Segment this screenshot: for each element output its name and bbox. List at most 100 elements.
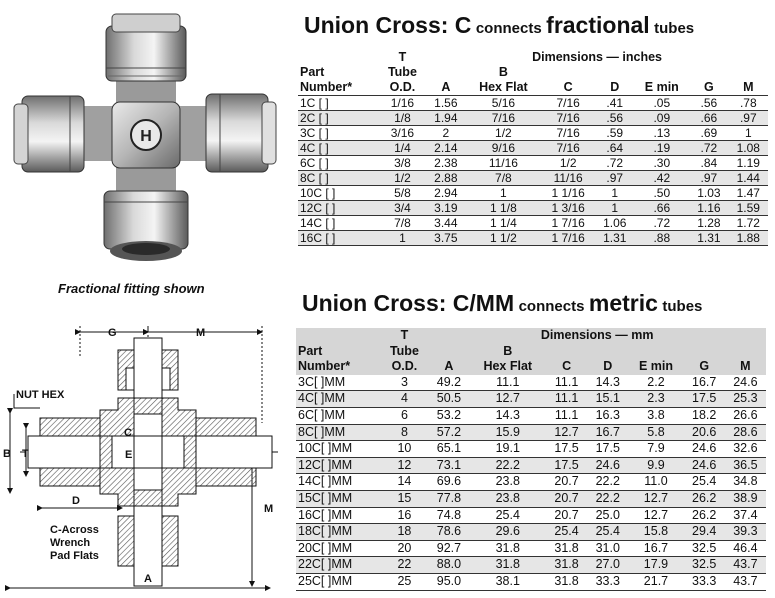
value-cell: 39.3 xyxy=(724,523,766,541)
part-number-cell: 8C[ ]MM xyxy=(296,424,381,442)
value-cell: 31.8 xyxy=(469,540,546,558)
value-cell: 50.5 xyxy=(428,390,470,408)
value-cell: 14.3 xyxy=(587,374,629,392)
value-cell: 1.72 xyxy=(728,215,768,231)
value-cell: 95.0 xyxy=(428,573,470,591)
value-cell: 32.5 xyxy=(683,556,725,574)
metric-title: Union Cross: C/MM connects metric tubes xyxy=(302,290,702,317)
value-cell: 88.0 xyxy=(428,556,470,574)
value-cell: 1/2 xyxy=(465,125,542,141)
mhdr-od: O.D. xyxy=(380,359,429,375)
hdr-hexflat: Hex Flat xyxy=(479,80,528,94)
value-cell: 1.59 xyxy=(728,200,768,216)
value-cell: .72 xyxy=(689,140,729,156)
value-cell: 25.3 xyxy=(724,390,766,408)
hdr-emin: E min xyxy=(644,80,679,94)
value-cell: .66 xyxy=(689,110,729,126)
mhdr-a: A xyxy=(428,359,470,375)
fractional-dimensions-table: T Dimensions — inches Part Tube B Number… xyxy=(298,50,768,246)
value-cell: .69 xyxy=(689,125,729,141)
value-cell: 2.88 xyxy=(426,170,466,186)
value-cell: 1 3/16 xyxy=(541,200,596,216)
value-cell: 1 xyxy=(728,125,768,141)
value-cell: 11.1 xyxy=(546,407,588,425)
value-cell: 28.6 xyxy=(724,424,766,442)
dim-t-label: T xyxy=(22,448,29,460)
value-cell: 3 xyxy=(380,374,429,392)
mhdr-c: C xyxy=(546,359,588,375)
value-cell: 22.2 xyxy=(587,490,629,508)
value-cell: 29.4 xyxy=(683,523,725,541)
value-cell: .84 xyxy=(689,155,729,171)
part-number-cell: 12C [ ] xyxy=(298,200,379,216)
value-cell: 22 xyxy=(380,556,429,574)
fractional-title-tubes: tubes xyxy=(654,20,695,37)
value-cell: 5/8 xyxy=(378,185,427,201)
value-cell: .88 xyxy=(634,230,690,246)
mhdr-m: M xyxy=(724,359,766,375)
value-cell: 12.7 xyxy=(628,490,684,508)
mhdr-tube: Tube xyxy=(380,343,429,360)
value-cell: 31.8 xyxy=(546,573,588,591)
value-cell: 5/16 xyxy=(465,95,542,111)
value-cell: 3.44 xyxy=(426,215,466,231)
mhdr-hexflat: Hex Flat xyxy=(469,359,546,375)
value-cell: 20.7 xyxy=(546,473,588,491)
value-cell: 1.08 xyxy=(728,140,768,156)
part-number-cell: 14C[ ]MM xyxy=(296,473,381,491)
mhdr-dimensions: Dimensions — mm xyxy=(428,328,766,344)
value-cell: 15 xyxy=(380,490,429,508)
value-cell: .64 xyxy=(595,140,635,156)
value-cell: 1 1/2 xyxy=(465,230,542,246)
value-cell: 17.5 xyxy=(546,457,588,475)
dim-b-label: B xyxy=(3,448,11,460)
value-cell: 1.56 xyxy=(426,95,466,111)
value-cell: 16.7 xyxy=(628,540,684,558)
value-cell: .41 xyxy=(595,95,635,111)
fractional-title-main: Union Cross: C xyxy=(304,12,472,38)
value-cell: 3.19 xyxy=(426,200,466,216)
part-number-cell: 15C[ ]MM xyxy=(296,490,381,508)
mhdr-emin: E min xyxy=(628,359,684,375)
value-cell: 1.44 xyxy=(728,170,768,186)
value-cell: 19.1 xyxy=(469,440,546,458)
value-cell: 1 1/16 xyxy=(541,185,596,201)
fractional-title-kind: fractional xyxy=(546,12,650,38)
value-cell: 1.06 xyxy=(595,215,635,231)
value-cell: 1/4 xyxy=(378,140,427,156)
value-cell: 1/2 xyxy=(378,170,427,186)
value-cell: 22.2 xyxy=(587,473,629,491)
value-cell: 23.8 xyxy=(469,490,546,508)
value-cell: 25.4 xyxy=(587,523,629,541)
value-cell: 25.4 xyxy=(469,507,546,525)
fractional-title: Union Cross: C connects fractional tubes xyxy=(304,12,694,39)
value-cell: 6 xyxy=(380,407,429,425)
part-number-cell: 16C[ ]MM xyxy=(296,507,381,525)
hdr-c: C xyxy=(563,80,573,94)
value-cell: 23.8 xyxy=(469,473,546,491)
value-cell: 1 xyxy=(465,185,542,201)
value-cell: 53.2 xyxy=(428,407,470,425)
value-cell: .56 xyxy=(689,95,729,111)
value-cell: 20.6 xyxy=(683,424,725,442)
part-number-cell: 3C [ ] xyxy=(298,125,379,141)
value-cell: 16.7 xyxy=(587,424,629,442)
hdr-t: T xyxy=(398,50,407,64)
value-cell: .56 xyxy=(595,110,635,126)
value-cell: 1/16 xyxy=(378,95,427,111)
value-cell: 14 xyxy=(380,473,429,491)
value-cell: 29.6 xyxy=(469,523,546,541)
value-cell: 25 xyxy=(380,573,429,591)
value-cell: .97 xyxy=(595,170,635,186)
value-cell: 11.0 xyxy=(628,473,684,491)
value-cell: 32.5 xyxy=(683,540,725,558)
value-cell: 78.6 xyxy=(428,523,470,541)
value-cell: 7/8 xyxy=(465,170,542,186)
value-cell: 16.3 xyxy=(587,407,629,425)
